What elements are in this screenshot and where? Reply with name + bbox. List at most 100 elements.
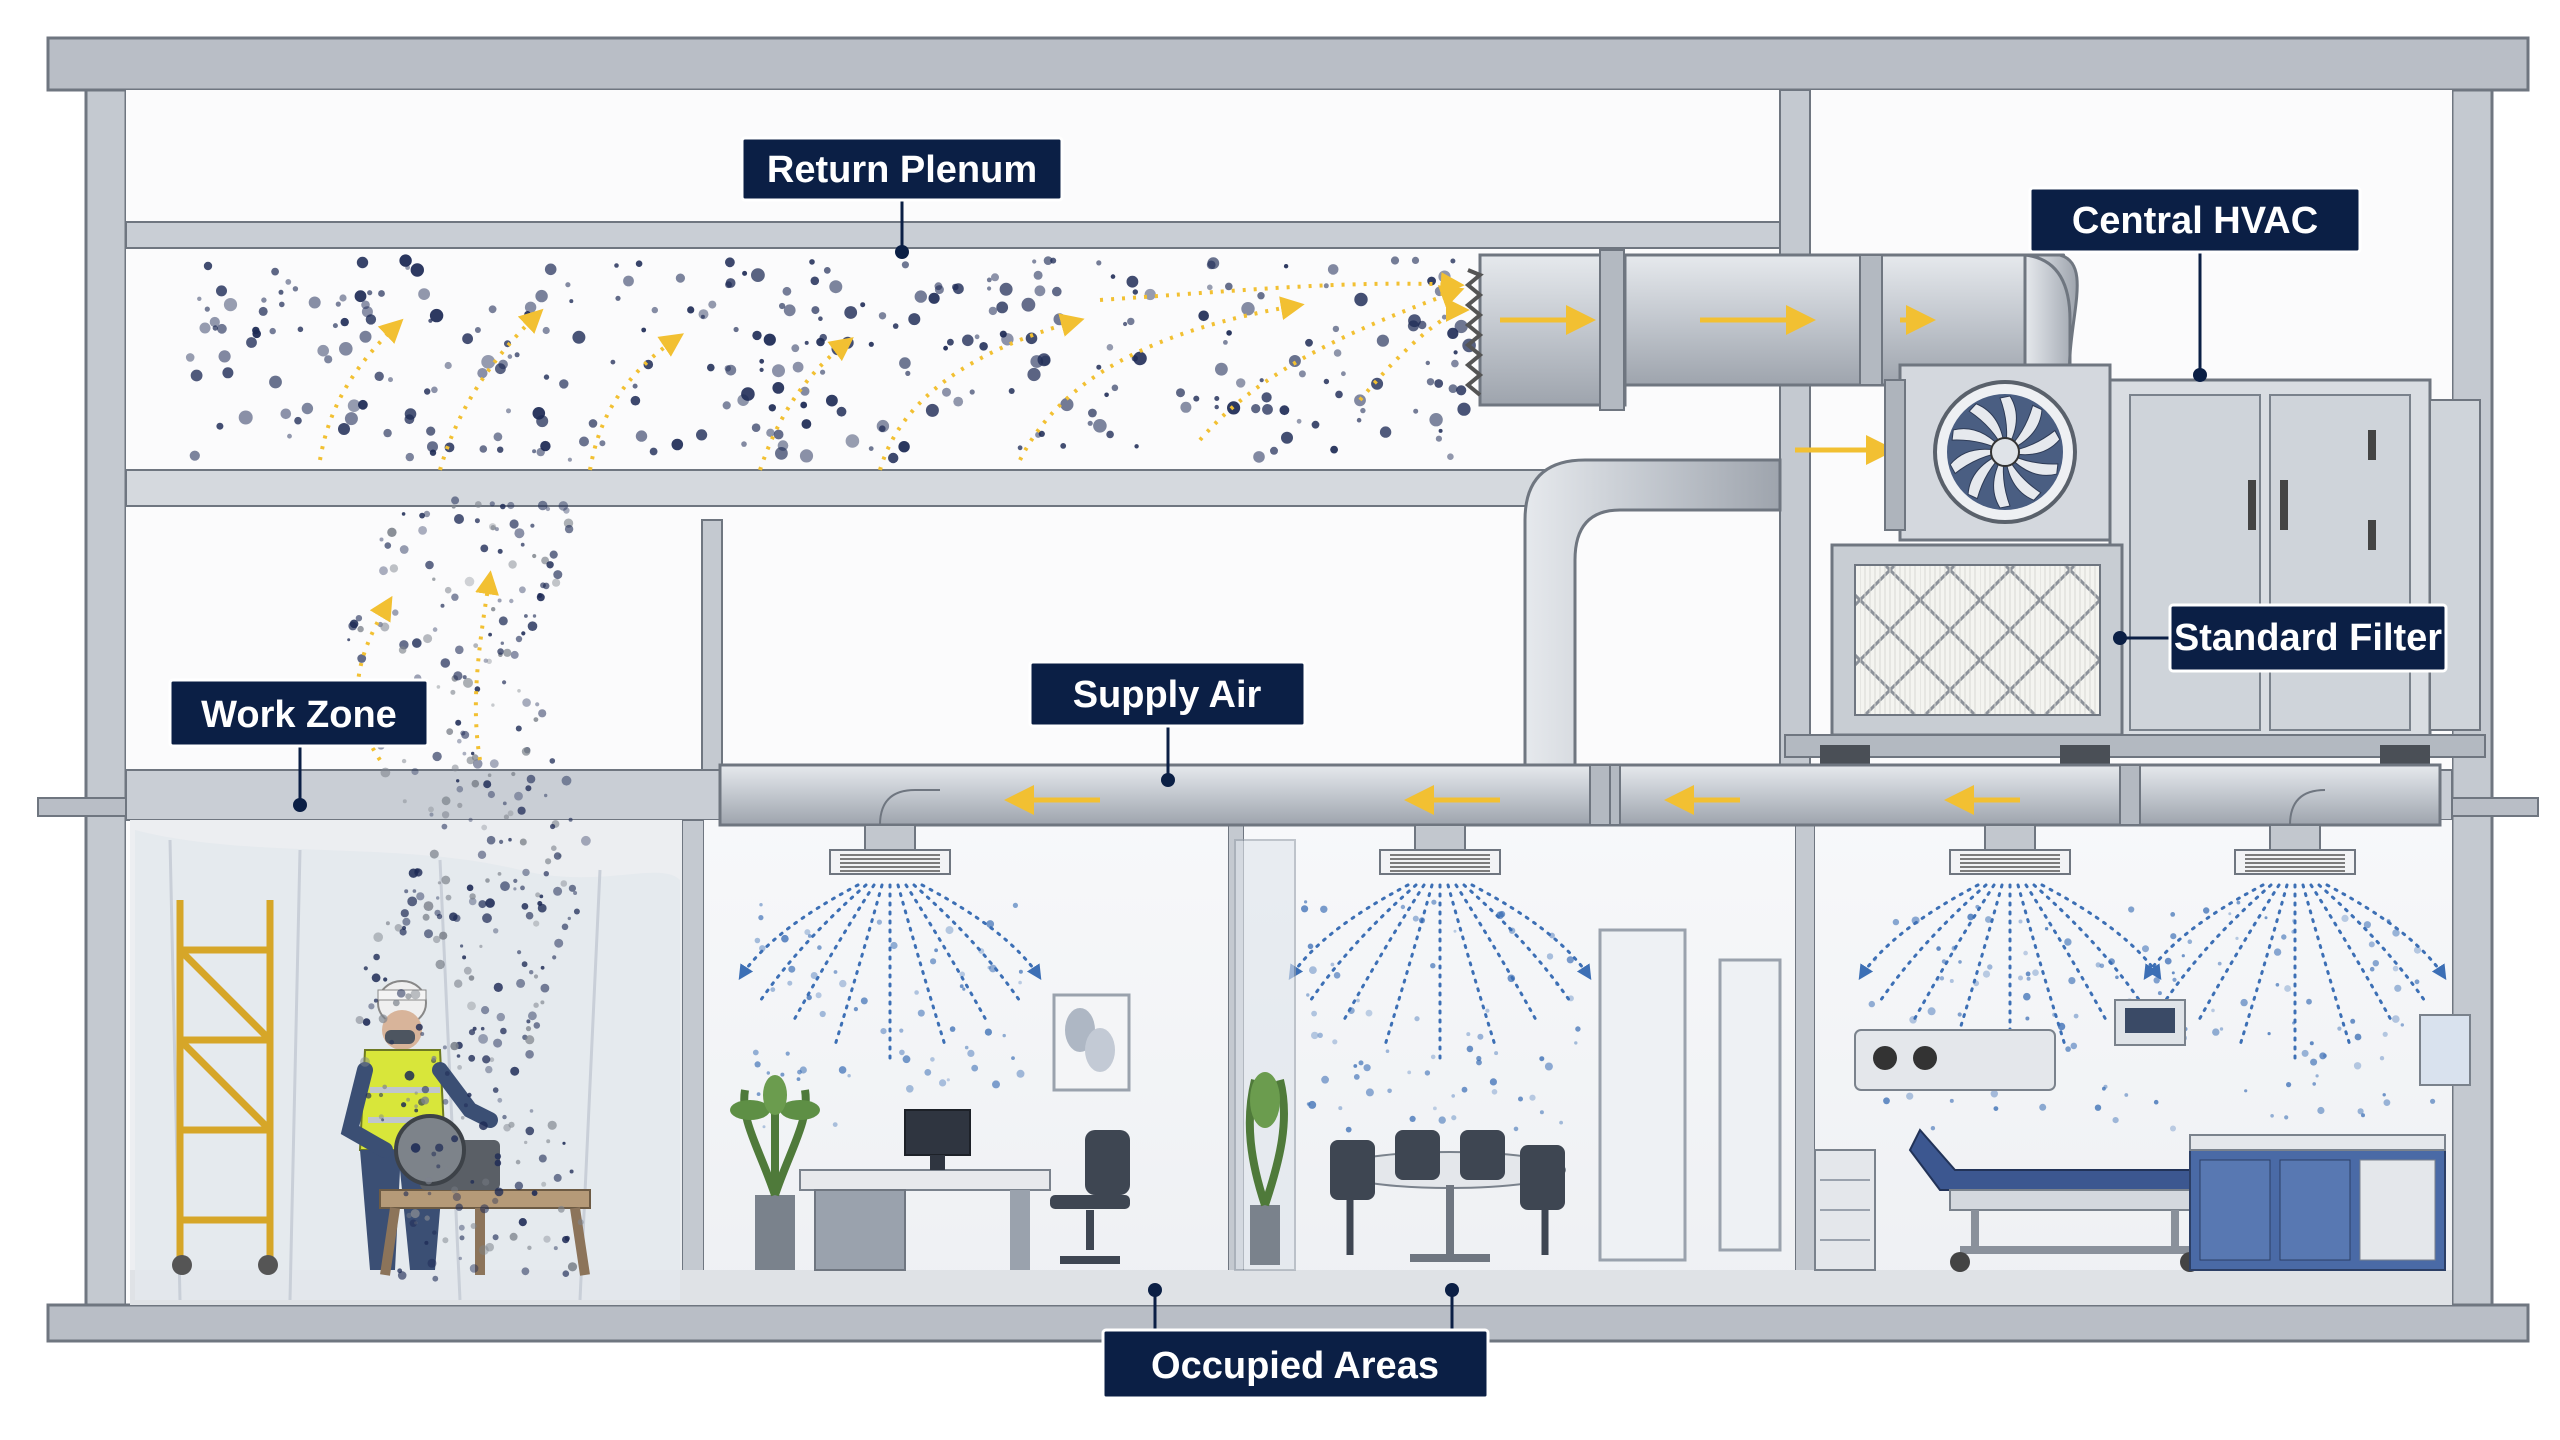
dust-particle: [423, 901, 434, 911]
dust-particle: [522, 698, 531, 707]
hospital-bed-icon: [1908, 1128, 2201, 1272]
supply-particle: [2187, 939, 2193, 944]
supply-air-stream: [1858, 883, 1980, 981]
fan-blade: [1999, 395, 2017, 453]
supply-particle: [1424, 1070, 1431, 1076]
particle: [801, 419, 812, 429]
dust-particle: [521, 961, 528, 968]
dust-particle: [421, 1085, 430, 1094]
dust-particle: [442, 1045, 447, 1050]
supply-air-stream: [738, 883, 860, 981]
dust-particle: [418, 526, 427, 535]
dust-particle: [415, 1023, 423, 1031]
dust-particle: [381, 1118, 385, 1122]
dust-particle: [540, 965, 545, 970]
dust-particle: [508, 837, 512, 842]
dust-particle: [509, 1232, 518, 1241]
supply-particle: [819, 1010, 826, 1018]
dust-particle: [492, 1087, 499, 1093]
diffuser-neck: [1984, 824, 2036, 851]
particle: [481, 355, 496, 369]
supply-particle: [2281, 934, 2287, 940]
supply-particle: [860, 997, 868, 1005]
particle: [829, 280, 843, 294]
supply-particle: [2369, 966, 2375, 972]
particle: [1426, 378, 1435, 386]
dust-particle: [419, 512, 425, 519]
supply-particle: [1927, 1007, 1936, 1016]
dust-particle: [500, 881, 510, 892]
supply-particle: [1018, 969, 1023, 974]
supply-particle: [924, 1069, 932, 1076]
particle: [474, 327, 481, 333]
label-supply-air: Supply Air: [1073, 674, 1262, 716]
supply-particle: [987, 965, 991, 970]
supply-particle: [1539, 1056, 1545, 1062]
supply-particle: [934, 948, 938, 953]
dust-particle: [424, 1240, 429, 1245]
particle: [493, 432, 503, 442]
dust-particle: [458, 1256, 462, 1261]
supply-particle: [1949, 979, 1954, 983]
supply-particle: [2382, 1031, 2388, 1037]
supply-particle: [1958, 960, 1962, 964]
dust-particle: [521, 747, 531, 756]
particle: [722, 401, 731, 410]
supply-particle: [2153, 1099, 2159, 1105]
particle: [698, 309, 709, 320]
dust-particle: [515, 725, 522, 732]
particle: [287, 433, 292, 439]
particle: [269, 327, 276, 335]
plant-icon: [1245, 1072, 1288, 1265]
particle: [495, 363, 506, 375]
particle: [841, 336, 854, 349]
particle: [1253, 451, 1265, 463]
particle: [741, 387, 755, 401]
dust-particle: [431, 1151, 437, 1157]
dust-particle: [492, 1197, 499, 1204]
supply-particle: [1892, 918, 1900, 926]
particle: [779, 302, 786, 310]
supply-particle: [1356, 998, 1360, 1003]
dust-particle: [414, 1108, 419, 1113]
particle: [818, 316, 823, 322]
dust-particle: [525, 1026, 532, 1032]
particle: [1035, 431, 1042, 438]
dust-particle: [569, 1169, 574, 1174]
dust-particle: [533, 920, 540, 927]
particle: [199, 322, 211, 334]
particle: [462, 333, 473, 345]
dust-particle: [441, 823, 448, 830]
supply-particle: [752, 1049, 759, 1056]
dust-particle: [457, 802, 463, 809]
dust-particle: [581, 835, 591, 846]
dust-particle: [541, 1181, 547, 1187]
supply-particle: [1567, 995, 1574, 1002]
particle: [868, 341, 874, 347]
supply-particle: [1347, 1007, 1355, 1014]
dust-particle: [458, 1224, 465, 1231]
particle: [844, 306, 858, 319]
particle: [1438, 428, 1443, 433]
particle: [1262, 404, 1273, 415]
supply-particle: [930, 958, 937, 965]
dust-particle: [540, 1000, 545, 1005]
dust-particle: [538, 1154, 547, 1163]
supply-particle: [2275, 983, 2280, 987]
supply-particle: [1466, 1045, 1474, 1053]
supply-particle: [959, 984, 964, 989]
particle: [335, 301, 341, 307]
dust-particle: [437, 881, 441, 885]
supply-air-stream: [834, 883, 884, 1046]
particle: [766, 428, 775, 437]
supply-particle: [1353, 1064, 1358, 1068]
supply-particle: [2392, 929, 2400, 937]
supply-particle: [1018, 980, 1022, 985]
particle: [514, 352, 520, 358]
supply-air-stream: [1878, 883, 1988, 1003]
supply-particle: [2306, 998, 2312, 1005]
supply-particle: [1461, 1086, 1468, 1093]
particle: [1379, 426, 1392, 438]
supply-particle: [1387, 1088, 1392, 1094]
dust-particle: [499, 839, 504, 845]
